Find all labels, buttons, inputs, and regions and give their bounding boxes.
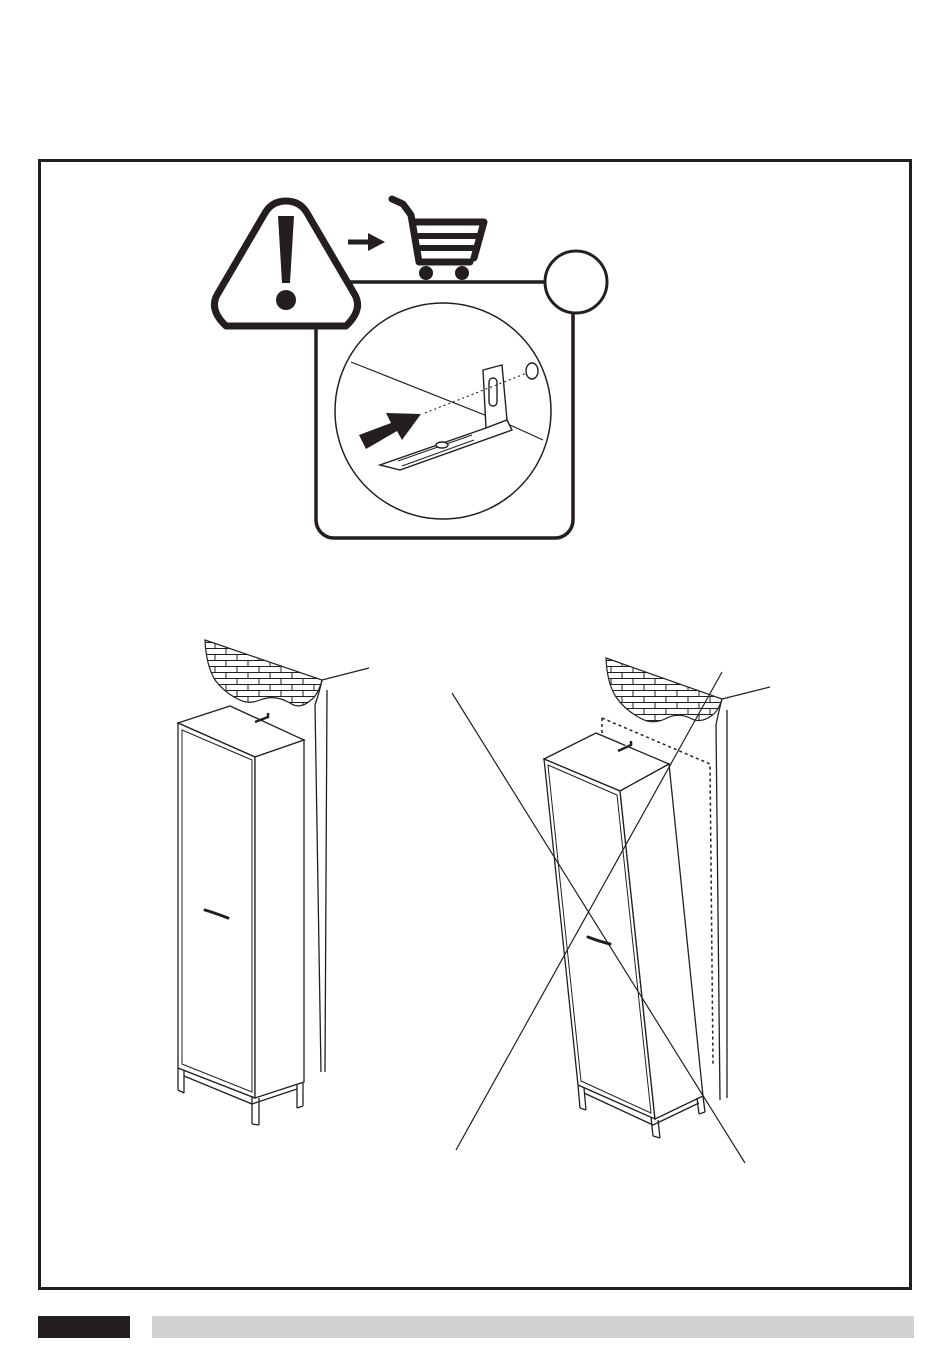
bracket-detail-panel — [214, 199, 607, 538]
warning-triangle-icon — [214, 201, 357, 326]
arrow-right-icon — [348, 233, 385, 251]
brick-wall — [205, 640, 322, 706]
wall-hole — [526, 363, 538, 379]
correct-install-panel — [178, 640, 369, 1125]
shopping-cart-icon — [392, 199, 484, 280]
incorrect-install-panel — [452, 658, 770, 1163]
cabinet-tipping — [544, 733, 705, 1138]
footer-dark-block — [38, 1316, 130, 1338]
magnifier-circle — [335, 303, 551, 519]
cabinet-upright — [178, 706, 304, 1125]
step-circle-icon — [545, 251, 607, 313]
brick-wall-right — [606, 658, 722, 722]
footer-bar — [152, 1316, 914, 1338]
